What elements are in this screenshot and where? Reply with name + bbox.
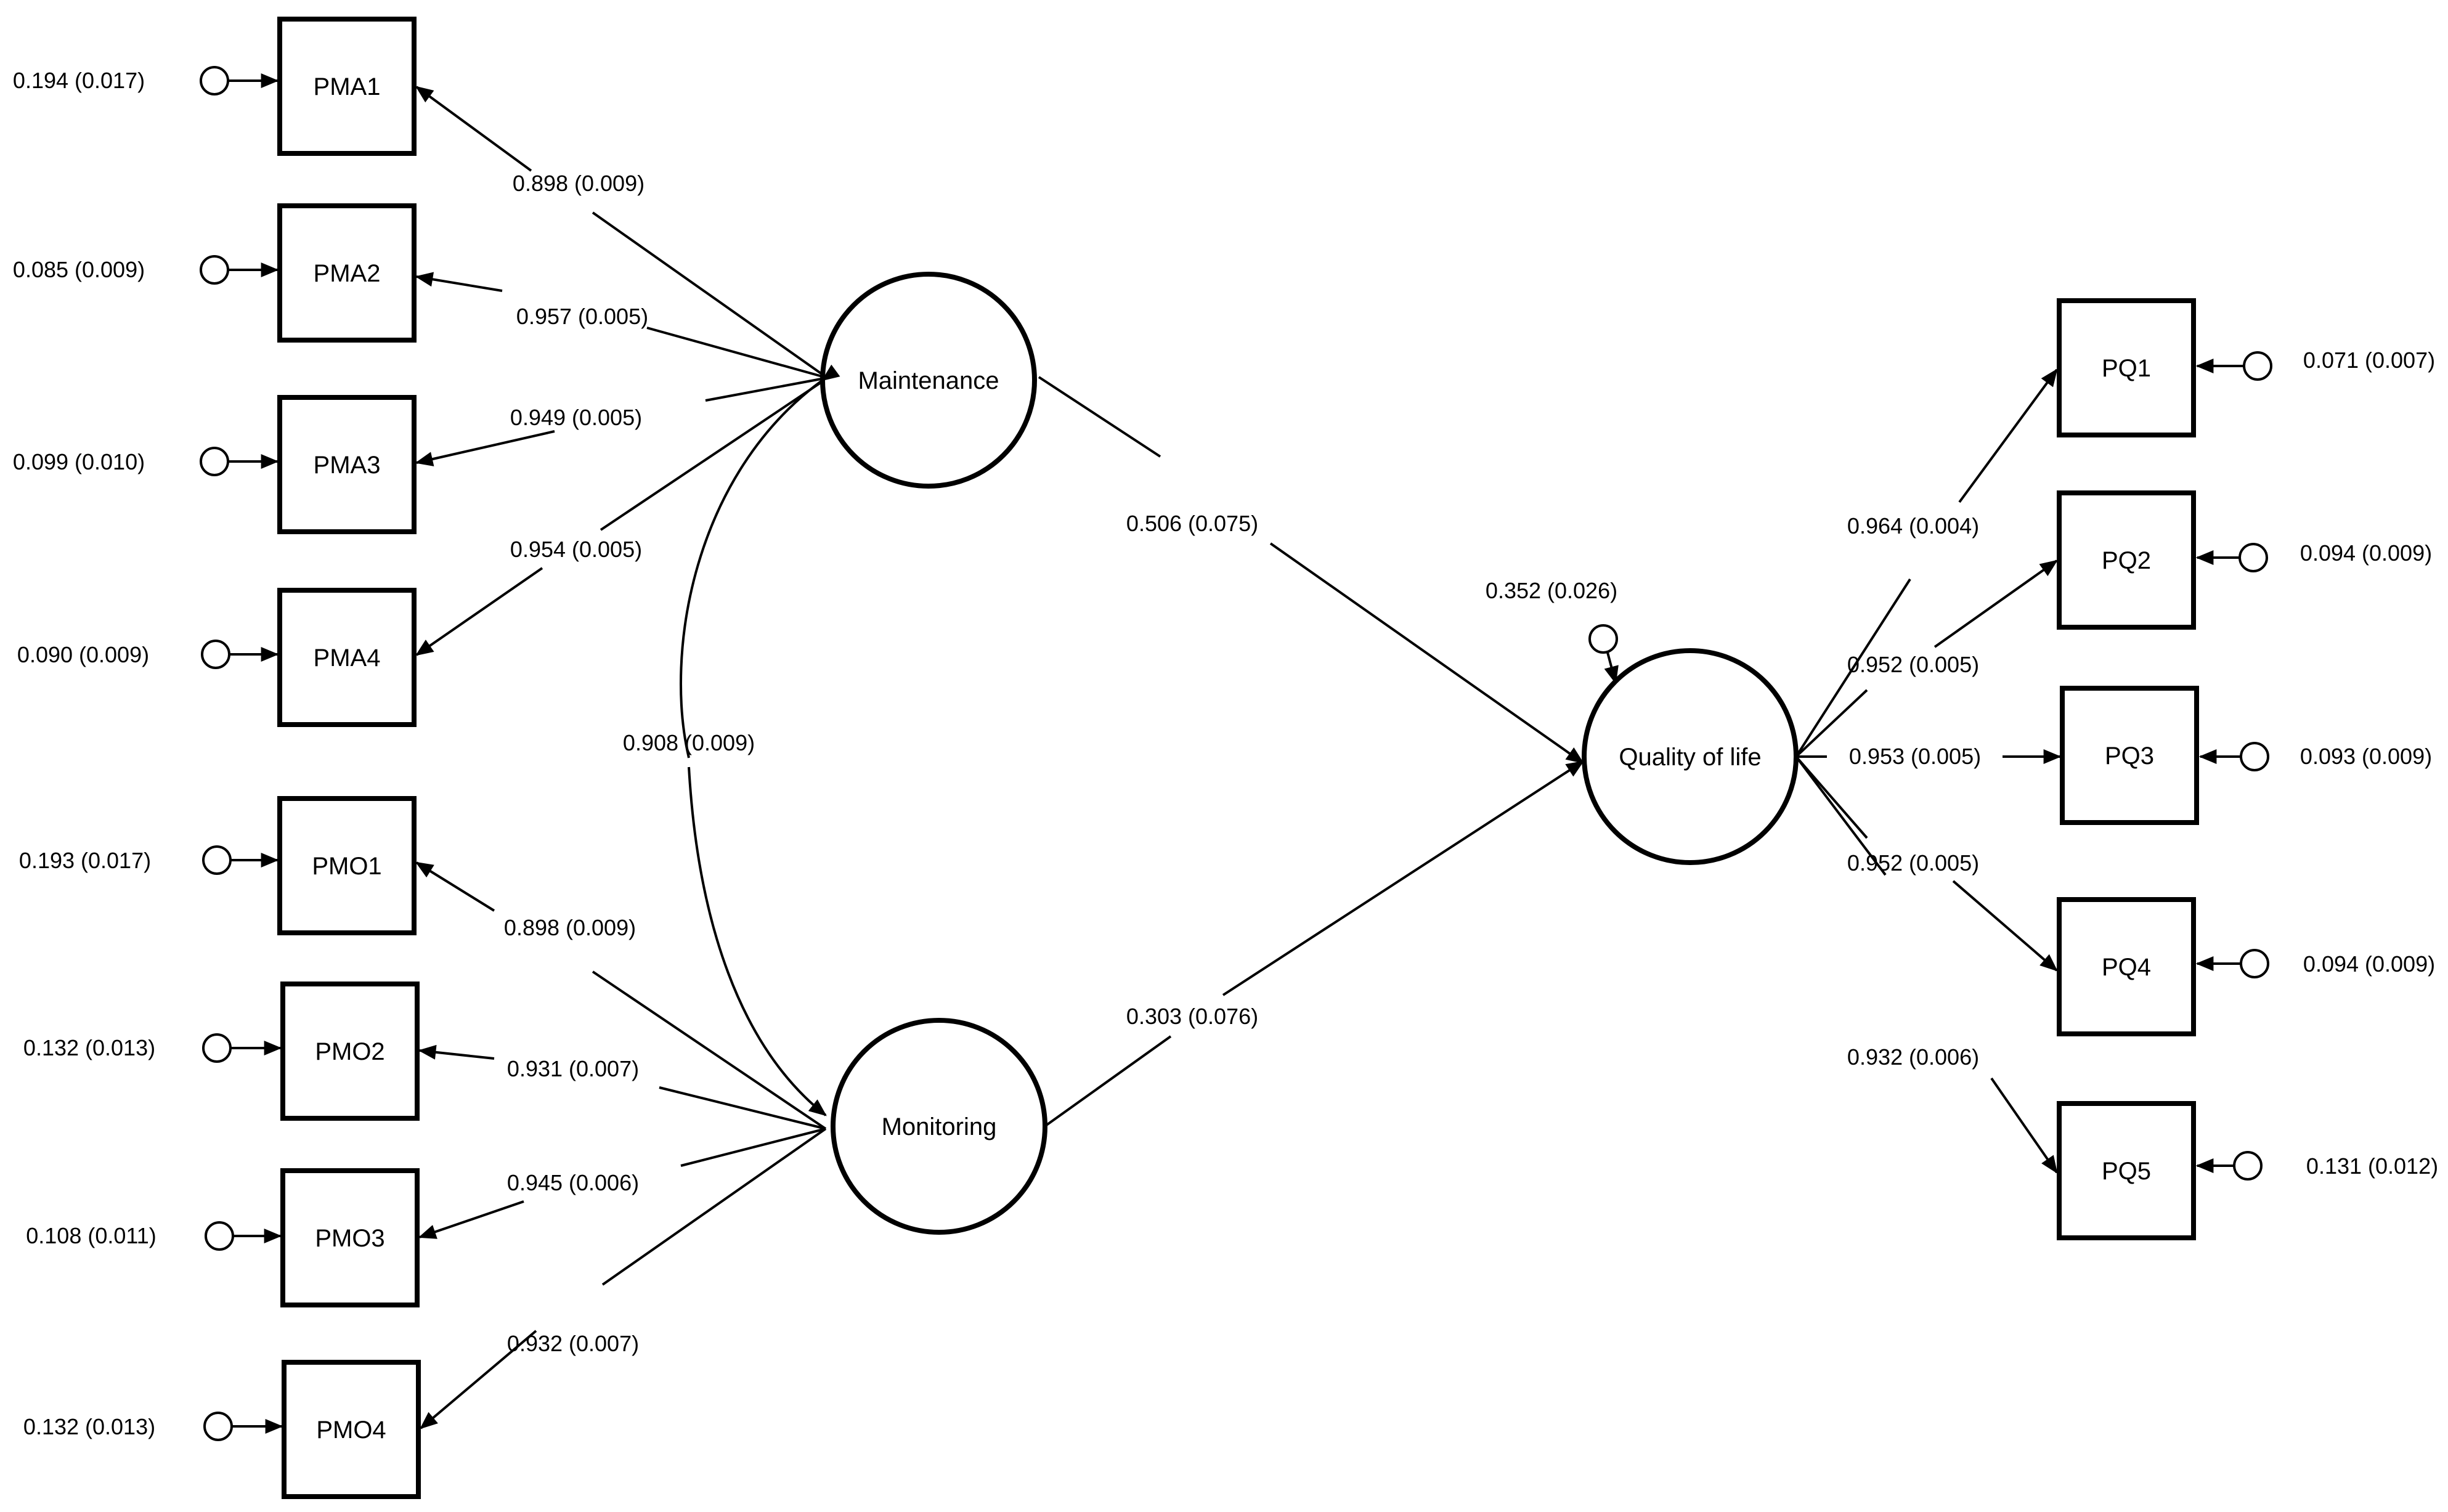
indicator-pma3: PMA3 0.099 (0.010) 0.949 (0.005)	[13, 377, 825, 534]
svg-text:0.952 (0.005): 0.952 (0.005)	[1847, 652, 1979, 677]
indicator-pma1: PMA1 0.194 (0.017) 0.898 (0.009)	[13, 17, 826, 377]
latent-quality-label: Quality of life	[1619, 744, 1761, 771]
indicator-pmo4: PMO4 0.132 (0.013) 0.932 (0.007)	[23, 1128, 827, 1499]
indicator-pmo2: PMO2 0.132 (0.013) 0.931 (0.007)	[23, 982, 826, 1130]
svg-text:0.108 (0.011): 0.108 (0.011)	[26, 1223, 156, 1248]
svg-text:0.071 (0.007): 0.071 (0.007)	[2303, 348, 2435, 373]
indicator-pmo1: PMO1 0.193 (0.017) 0.898 (0.009)	[19, 796, 827, 1130]
svg-text:0.099 (0.010): 0.099 (0.010)	[13, 449, 145, 474]
quality-residual: 0.352 (0.026)	[1486, 578, 1619, 685]
indicator-pq4: PQ4 0.094 (0.009) 0.952 (0.005)	[1795, 755, 2435, 1036]
latent-monitoring-label: Monitoring	[882, 1113, 997, 1140]
quality-residual-circle	[1588, 624, 1618, 654]
svg-text:0.132 (0.013): 0.132 (0.013)	[23, 1035, 155, 1060]
indicator-pq5: PQ5 0.131 (0.012) 0.932 (0.006)	[1795, 755, 2438, 1240]
svg-text:0.094 (0.009): 0.094 (0.009)	[2303, 951, 2435, 977]
svg-text:0.085 (0.009): 0.085 (0.009)	[13, 257, 145, 282]
svg-text:PQ5: PQ5	[2102, 1158, 2151, 1185]
indicator-pma4: PMA4 0.090 (0.009) 0.954 (0.005)	[17, 379, 826, 727]
indicator-pq2: PQ2 0.094 (0.009) 0.952 (0.005)	[1795, 490, 2432, 758]
svg-text:0.132 (0.013): 0.132 (0.013)	[23, 1414, 155, 1439]
svg-text:PQ3: PQ3	[2105, 742, 2154, 770]
svg-text:PMA2: PMA2	[314, 260, 381, 287]
svg-text:0.953 (0.005): 0.953 (0.005)	[1849, 744, 1981, 769]
latent-maintenance: Maintenance	[820, 272, 1037, 489]
svg-text:PMA3: PMA3	[314, 452, 381, 479]
svg-text:0.932 (0.006): 0.932 (0.006)	[1847, 1044, 1979, 1070]
indicator-pq3: PQ3 0.093 (0.009) 0.953 (0.005)	[1796, 686, 2432, 825]
indicator-pma2: PMA2 0.085 (0.009) 0.957 (0.005)	[13, 203, 825, 378]
svg-text:0.952 (0.005): 0.952 (0.005)	[1847, 850, 1979, 876]
latent-maintenance-label: Maintenance	[858, 367, 999, 394]
svg-text:PQ2: PQ2	[2102, 547, 2151, 574]
svg-text:0.945 (0.006): 0.945 (0.006)	[507, 1170, 639, 1195]
correlation-maintenance-monitoring: 0.908 (0.009)	[623, 364, 840, 1116]
svg-text:PQ1: PQ1	[2102, 355, 2151, 382]
svg-text:0.898 (0.009): 0.898 (0.009)	[504, 915, 636, 940]
svg-text:0.898 (0.009): 0.898 (0.009)	[513, 171, 645, 196]
path-monitoring-quality-label: 0.303 (0.076)	[1126, 1004, 1258, 1029]
svg-text:0.193 (0.017): 0.193 (0.017)	[19, 848, 151, 873]
svg-text:0.090 (0.009): 0.090 (0.009)	[17, 642, 149, 667]
svg-text:0.954 (0.005): 0.954 (0.005)	[510, 537, 642, 562]
svg-text:PMO3: PMO3	[315, 1225, 384, 1252]
svg-text:0.931 (0.007): 0.931 (0.007)	[507, 1056, 639, 1081]
indicator-pq1: PQ1 0.071 (0.007) 0.964 (0.004)	[1795, 298, 2435, 758]
svg-text:PMA1: PMA1	[314, 73, 381, 100]
svg-text:0.949 (0.005): 0.949 (0.005)	[510, 405, 642, 430]
quality-residual-label: 0.352 (0.026)	[1486, 578, 1617, 603]
svg-text:PMO2: PMO2	[315, 1038, 384, 1065]
svg-text:PMO1: PMO1	[312, 853, 381, 880]
svg-text:0.957 (0.005): 0.957 (0.005)	[516, 304, 648, 329]
path-maintenance-to-quality: 0.506 (0.075)	[1038, 376, 1584, 764]
svg-text:PMO4: PMO4	[316, 1416, 386, 1444]
svg-text:0.131 (0.012): 0.131 (0.012)	[2306, 1153, 2438, 1179]
svg-text:0.964 (0.004): 0.964 (0.004)	[1847, 513, 1979, 539]
svg-text:PMA4: PMA4	[314, 644, 381, 672]
svg-text:0.094 (0.009): 0.094 (0.009)	[2300, 540, 2432, 566]
svg-text:0.093 (0.009): 0.093 (0.009)	[2300, 744, 2432, 769]
correlation-label: 0.908 (0.009)	[623, 730, 755, 755]
svg-text:PQ4: PQ4	[2102, 954, 2151, 981]
path-maintenance-quality-label: 0.506 (0.075)	[1126, 511, 1258, 536]
latent-quality-of-life: Quality of life	[1582, 648, 1799, 865]
svg-text:0.194 (0.017): 0.194 (0.017)	[13, 68, 145, 93]
svg-text:0.932 (0.007): 0.932 (0.007)	[507, 1331, 639, 1356]
path-monitoring-to-quality: 0.303 (0.076)	[1044, 760, 1585, 1127]
indicator-pmo3: PMO3 0.108 (0.011) 0.945 (0.006)	[26, 1128, 826, 1307]
latent-monitoring: Monitoring	[831, 1018, 1047, 1235]
